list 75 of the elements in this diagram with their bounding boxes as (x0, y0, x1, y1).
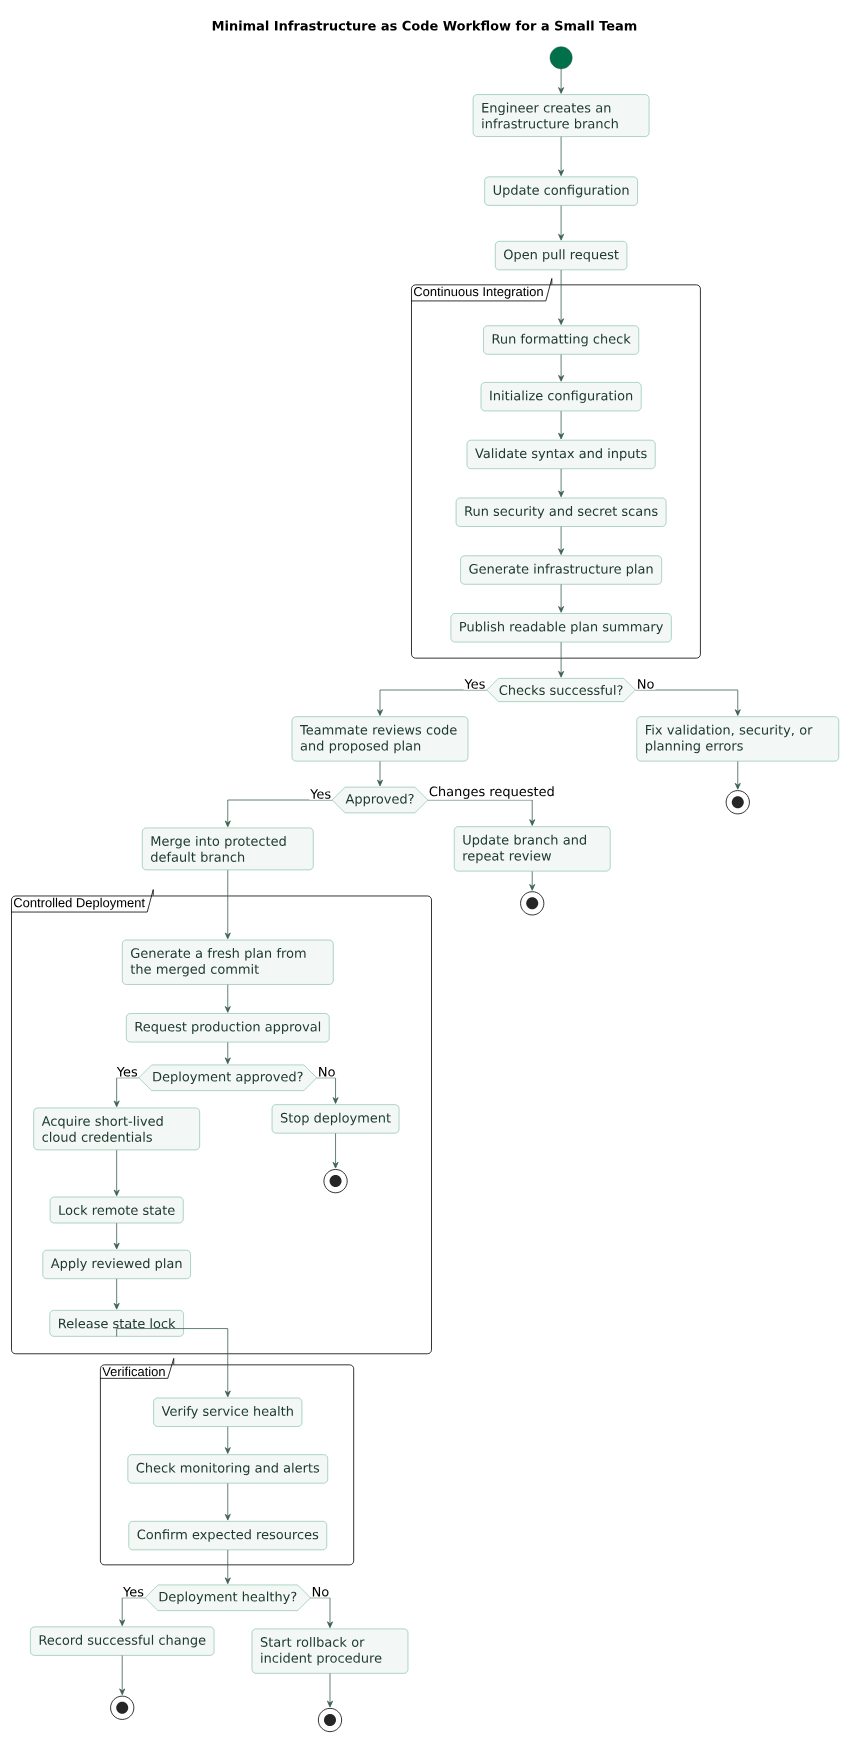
activity-box: Confirm expected resources (128, 1521, 327, 1551)
arrow (116, 1328, 231, 1398)
arrow (558, 468, 565, 498)
edge-label: Yes (310, 789, 331, 799)
activity-box: Run security and secret scans (455, 497, 667, 527)
activity-box: Start rollback or incident procedure (251, 1628, 409, 1674)
arrow (119, 1655, 126, 1696)
activity-box: Verify service health (153, 1397, 303, 1427)
edge-label: Yes (123, 1586, 144, 1597)
end-marker (317, 1707, 343, 1733)
edge-label: Changes requested (429, 786, 554, 799)
activity-box: Fix validation, security, or planning errors (636, 716, 839, 762)
arrow (529, 870, 536, 891)
edge-label: Yes (464, 679, 485, 689)
arrow (377, 760, 383, 787)
arrow (224, 1041, 231, 1065)
end-marker (725, 790, 750, 815)
arrow (224, 1549, 231, 1585)
arrow (734, 760, 741, 790)
end-marker (520, 891, 545, 916)
arrow (635, 689, 741, 716)
arrow (310, 1597, 333, 1629)
activity-box: Run formatting check (483, 325, 639, 355)
arrow (224, 1426, 231, 1454)
arrow (558, 269, 565, 325)
arrow (558, 354, 565, 382)
end-marker (110, 1695, 135, 1720)
decision-hexagon: Deployment healthy? (145, 1584, 311, 1611)
activity-box: Generate a fresh plan from the merged commit (122, 939, 334, 985)
arrow (113, 1222, 120, 1250)
arrow (224, 1482, 231, 1521)
arrow (377, 689, 487, 716)
activity-box: Teammate reviews code and proposed plan (291, 716, 469, 762)
arrow (332, 1132, 339, 1169)
activity-box: Apply reviewed plan (42, 1250, 191, 1279)
arrow (558, 136, 565, 177)
arrow (224, 869, 231, 940)
activity-box: Open pull request (495, 241, 628, 271)
arrow (558, 410, 565, 440)
activity-box: Record successful change (30, 1626, 215, 1656)
activity-box: Engineer creates an infrastructure branch (472, 94, 650, 137)
edge-label: Yes (116, 1066, 138, 1077)
arrow (327, 1673, 333, 1708)
activity-box: Initialize configuration (480, 382, 642, 412)
decision-hexagon: Deployment approved? (138, 1064, 317, 1091)
edge-label: No (638, 679, 654, 689)
arrow (558, 205, 565, 241)
edge-label: No (312, 1586, 329, 1597)
activity-box: Update configuration (484, 176, 638, 206)
start-dot (549, 46, 573, 70)
decision-hexagon: Approved? (332, 786, 428, 814)
arrow (224, 799, 333, 828)
arrow (558, 68, 565, 94)
activity-box: Check monitoring and alerts (127, 1454, 328, 1484)
edge-label: No (319, 1066, 335, 1077)
activity-box: Request production approval (126, 1013, 330, 1043)
activity-box: Generate infrastructure plan (460, 555, 662, 585)
arrow (224, 984, 231, 1013)
decision-hexagon: Checks successful? (486, 678, 636, 702)
title: Minimal Infrastructure as Code Workflow for a Small Team (212, 20, 637, 31)
activity-box: Stop deployment (271, 1104, 400, 1134)
activity-box: Merge into protected default branch (142, 827, 314, 871)
activity-box: Acquire short-lived cloud credentials (33, 1107, 200, 1151)
arrow (558, 526, 565, 555)
activity-box: Update branch and repeat review (454, 826, 611, 872)
arrow (558, 584, 565, 613)
end-marker (323, 1169, 348, 1194)
activity-box: Release state lock (49, 1310, 184, 1337)
arrow (558, 641, 565, 678)
activity-box: Lock remote state (49, 1196, 184, 1224)
arrow (427, 799, 536, 826)
activity-box: Publish readable plan summary (450, 613, 672, 643)
activity-box: Validate syntax and inputs (466, 440, 656, 469)
arrow (113, 1149, 120, 1197)
arrow (113, 1278, 120, 1310)
